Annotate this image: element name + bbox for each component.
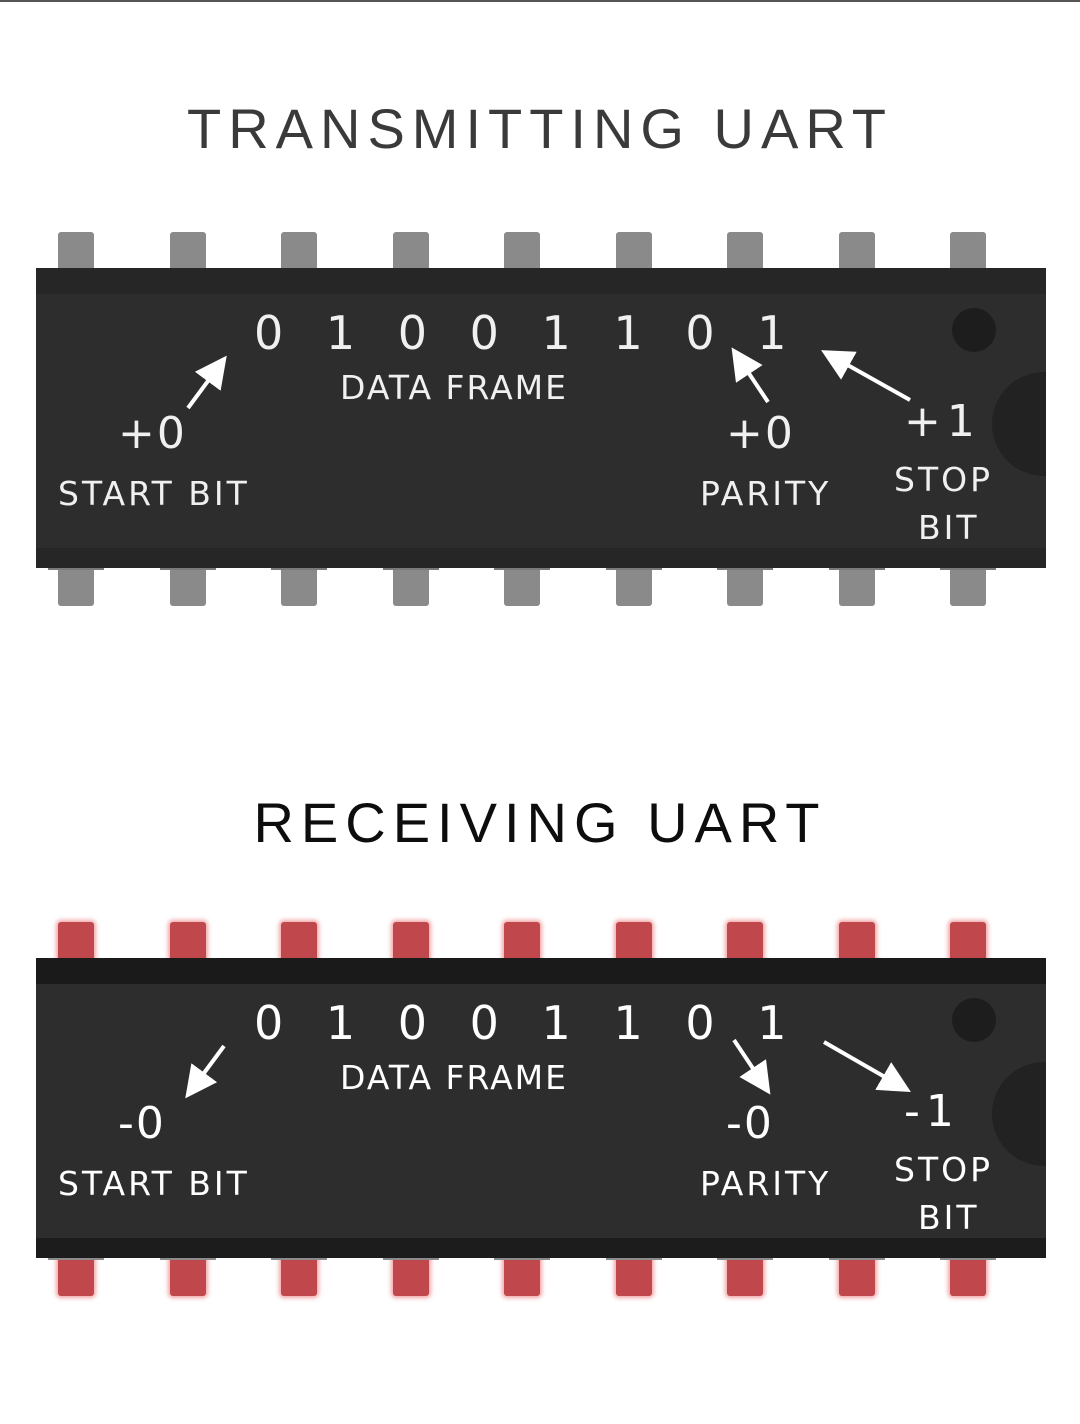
- chip-bottom-edge: [36, 548, 1046, 568]
- data-frame-label: DATA FRAME: [340, 368, 568, 407]
- stop-bit-label-line1: STOP: [894, 1150, 993, 1189]
- transmitting-chip-body: 0 1 0 0 1 1 0 1 DATA FRAME +0 START BIT …: [36, 268, 1046, 568]
- start-bit-arrow: [186, 355, 227, 410]
- top-border-line: [0, 0, 1080, 2]
- data-bits: 0 1 0 0 1 1 0 1: [254, 996, 801, 1050]
- transmitting-uart-title: TRANSMITTING UART: [187, 97, 893, 160]
- parity-label: PARITY: [700, 1164, 832, 1203]
- stop-bit-value: +1: [904, 396, 981, 447]
- chip-bottom-edge: [36, 1238, 1046, 1258]
- start-bit-label: START BIT: [58, 1164, 250, 1203]
- stop-bit-arrow: [821, 350, 911, 402]
- parity-value: -0: [726, 1098, 774, 1149]
- receiving-uart-title: RECEIVING UART: [253, 791, 827, 854]
- transmitting-arrows: [186, 347, 911, 410]
- stop-bit-arrow: [823, 1040, 911, 1092]
- data-bits: 0 1 0 0 1 1 0 1: [254, 306, 801, 360]
- start-bit-label: START BIT: [58, 474, 250, 513]
- start-bit-value: -0: [118, 1098, 166, 1149]
- pin1-dot: [952, 998, 996, 1042]
- stop-bit-value: -1: [904, 1086, 960, 1137]
- receiving-chip-body: 0 1 0 0 1 1 0 1 DATA FRAME -0 START BIT …: [36, 958, 1046, 1258]
- parity-arrow: [732, 1038, 771, 1095]
- data-frame-label: DATA FRAME: [340, 1058, 568, 1097]
- stop-bit-label-line1: STOP: [894, 460, 993, 499]
- chip-top-edge: [36, 958, 1046, 984]
- parity-value: +0: [726, 408, 795, 459]
- parity-arrow: [731, 347, 770, 404]
- start-bit-value: +0: [118, 408, 187, 459]
- stop-bit-label-line2: BIT: [918, 508, 980, 547]
- stop-bit-label-line2: BIT: [918, 1198, 980, 1237]
- chip-top-edge: [36, 268, 1046, 294]
- parity-label: PARITY: [700, 474, 832, 513]
- receiving-uart-chip: 0 1 0 0 1 1 0 1 DATA FRAME -0 START BIT …: [36, 922, 1046, 1296]
- start-bit-arrow: [185, 1044, 226, 1099]
- pin1-dot: [952, 308, 996, 352]
- transmitting-uart-chip: 0 1 0 0 1 1 0 1 DATA FRAME +0 START BIT …: [36, 232, 1046, 606]
- receiving-arrows: [185, 1038, 911, 1099]
